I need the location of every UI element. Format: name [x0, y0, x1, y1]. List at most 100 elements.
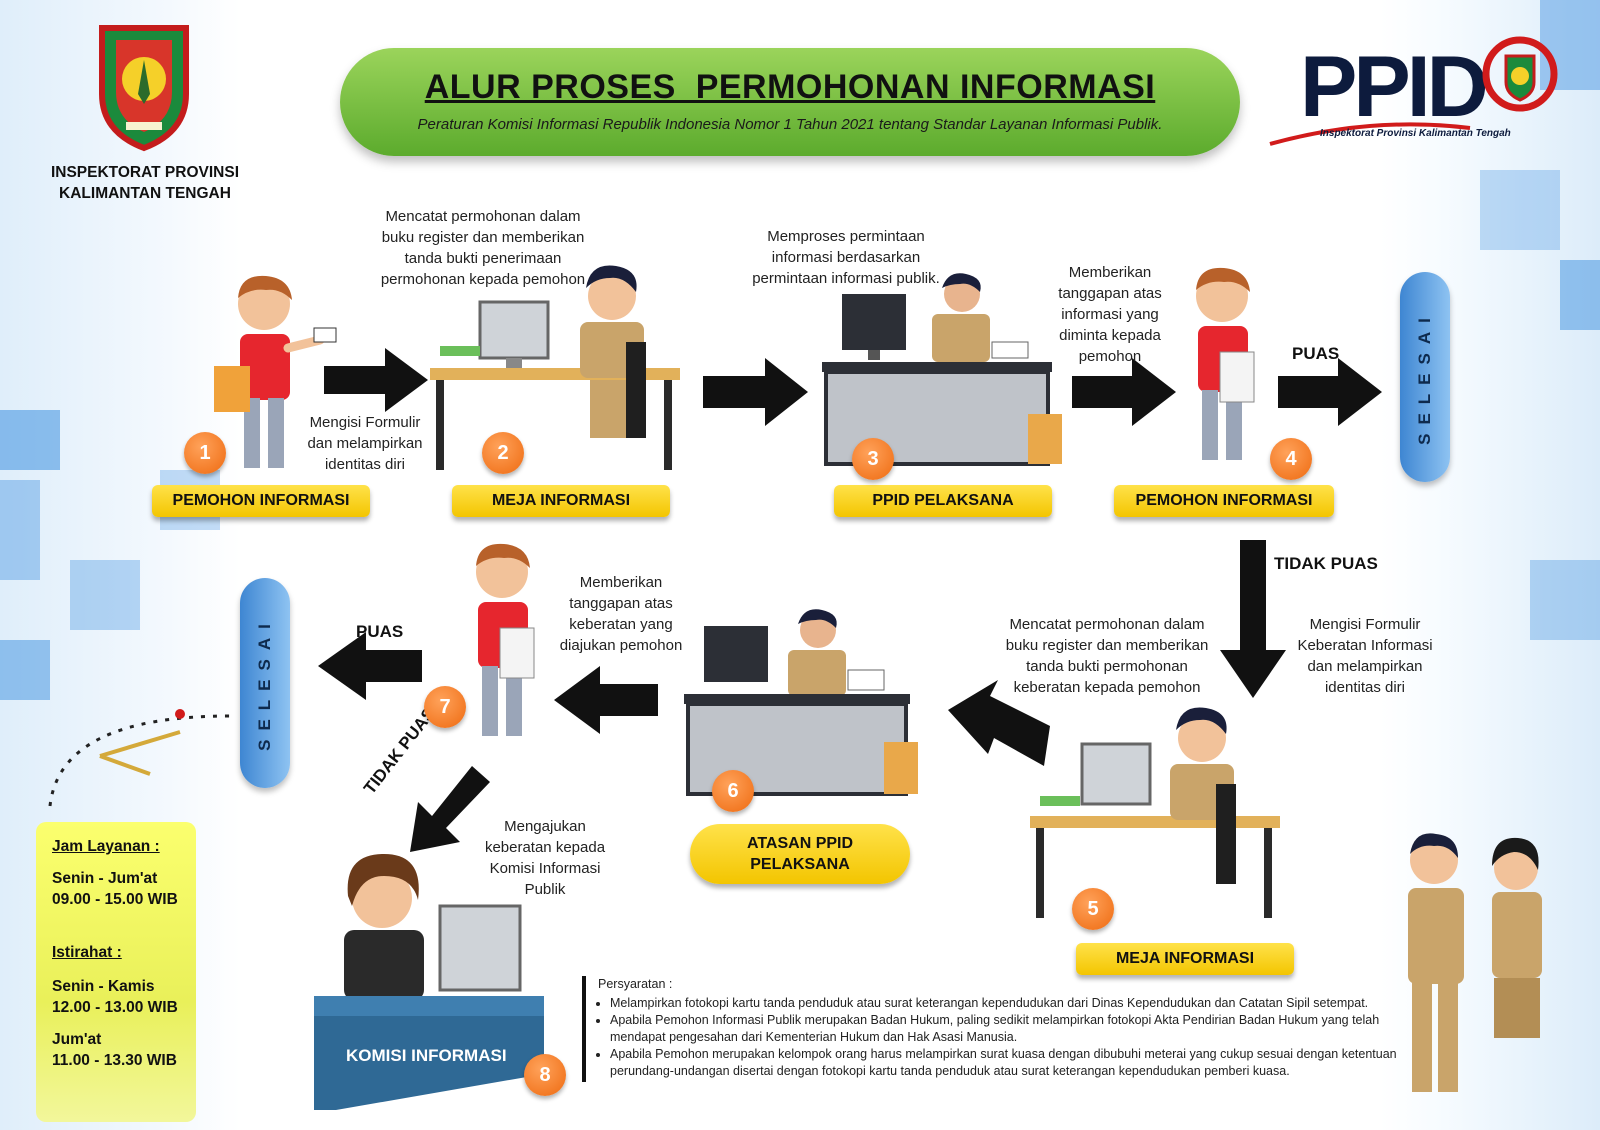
step-5-label: MEJA INFORMASI	[1076, 943, 1294, 975]
selesai-label: SELESAI	[1415, 309, 1434, 445]
selesai-pill-right: SELESAI	[1400, 272, 1450, 482]
selesai-pill-left: SELESAI	[240, 578, 290, 788]
description-line: keberatan yang	[569, 616, 673, 633]
description-step-1: Mengisi Formulir dan melampirkan identit…	[300, 412, 430, 475]
step-4-label: PEMOHON INFORMASI	[1114, 485, 1334, 517]
tidak-puas-tag-right: TIDAK PUAS	[1274, 554, 1378, 573]
decor-tile	[1480, 170, 1560, 250]
description-line: Memproses permintaan	[767, 228, 925, 245]
description-line: permintaan informasi publik.	[752, 270, 940, 287]
description-line: keberatan kepada	[484, 839, 606, 856]
step-6-label-line: PELAKSANA	[750, 856, 850, 873]
description-line: Keberatan Informasi	[1297, 637, 1433, 654]
description-step-3: Memproses permintaan informasi berdasark…	[746, 226, 946, 289]
step-6-label: ATASAN PPID PELAKSANA	[690, 824, 910, 884]
description-line: Mengisi Formulir	[309, 414, 421, 431]
break-time-1: 12.00 - 13.00 WIB	[52, 999, 178, 1016]
description-line: Komisi Informasi	[489, 860, 601, 877]
kalteng-emblem	[99, 25, 189, 152]
step-6-badge: 6	[712, 770, 754, 812]
arrow-7-to-8	[410, 766, 490, 852]
requirements-section: Persyaratan : Melampirkan fotokopi kartu…	[582, 976, 1398, 1082]
organization-name: INSPEKTORAT PROVINSI KALIMANTAN TENGAH	[40, 162, 250, 204]
description-line: Mengajukan	[504, 818, 586, 835]
description-line: Memberikan	[579, 574, 663, 591]
requirements-list: Melampirkan fotokopi kartu tanda pendudu…	[598, 995, 1398, 1080]
description-line: Mencatat permohonan dalam	[1009, 616, 1205, 633]
step-6-label-line: ATASAN PPID	[746, 835, 854, 852]
description-line: diminta kepada	[1059, 327, 1161, 344]
step-3-label: PPID PELAKSANA	[834, 485, 1052, 517]
service-hours-box: Jam Layanan : Senin - Jum'at 09.00 - 15.…	[36, 822, 196, 1122]
description-step-7: Mengajukan keberatan kepada Komisi Infor…	[480, 816, 610, 900]
description-keberatan-form: Mengisi Formulir Keberatan Informasi dan…	[1290, 614, 1440, 698]
description-line: tanggapan atas	[569, 595, 673, 612]
description-line: diajukan pemohon	[559, 637, 683, 654]
description-line: tanda bukti penerimaan	[404, 250, 562, 267]
step-2-label: MEJA INFORMASI	[452, 485, 670, 517]
decor-tile	[0, 410, 60, 470]
ppid-swoosh-icon	[1269, 122, 1471, 146]
description-line: tanggapan atas	[1058, 285, 1162, 302]
ppid-emblem-icon	[1482, 36, 1558, 112]
officers-illustration	[1408, 833, 1542, 1092]
step-7-badge: 7	[424, 686, 466, 728]
description-line: tanda bukti permohonan	[1026, 658, 1188, 675]
decor-tile	[0, 640, 50, 700]
decor-tile	[1540, 0, 1600, 90]
title-banner: ALUR PROSES PERMOHONAN INFORMASI Peratur…	[340, 48, 1240, 156]
page-subtitle: Peraturan Komisi Informasi Republik Indo…	[417, 116, 1163, 133]
requirement-item: Melampirkan fotokopi kartu tanda pendudu…	[610, 995, 1398, 1012]
description-line: permohonan kepada pemohon	[380, 271, 586, 288]
decor-tile	[1530, 560, 1600, 640]
description-step-4: Memberikan tanggapan atas informasi yang…	[1050, 262, 1170, 367]
description-line: dan melampirkan	[307, 435, 423, 452]
step-1-badge: 1	[184, 432, 226, 474]
applicant-person-7	[476, 543, 535, 736]
service-hours-title: Jam Layanan :	[52, 838, 160, 855]
description-line: informasi berdasarkan	[771, 249, 921, 266]
arrow-4-to-5	[1220, 540, 1286, 698]
ppid-logo-text: PPID	[1300, 39, 1489, 135]
information-desk-2	[430, 265, 680, 470]
arrow-3-to-4	[1072, 358, 1176, 426]
arrow-6-to-7	[554, 666, 658, 734]
puas-tag-left: PUAS	[356, 622, 404, 641]
puas-tag-top: PUAS	[1292, 344, 1340, 363]
step-5-badge: 5	[1072, 888, 1114, 930]
ppid-logo-caption: Inspektorat Provinsi Kalimantan Tengah	[1320, 128, 1511, 139]
org-line: INSPEKTORAT PROVINSI	[50, 164, 240, 181]
description-line: dan melampirkan	[1307, 658, 1423, 675]
page-title: ALUR PROSES PERMOHONAN INFORMASI	[424, 68, 1156, 106]
ppid-logo: PPID Inspektorat Provinsi Kalimantan Ten…	[1269, 36, 1560, 150]
service-days: Senin - Jum'at	[52, 870, 158, 887]
clock-icon	[48, 709, 231, 807]
information-desk-5	[1030, 707, 1280, 918]
decor-tile	[1560, 260, 1600, 330]
description-line: Memberikan	[1068, 264, 1152, 281]
break-time-2: 11.00 - 13.30 WIB	[52, 1052, 177, 1069]
applicant-person-1	[214, 275, 337, 468]
applicant-person-4	[1196, 267, 1255, 460]
step-4-badge: 4	[1270, 438, 1312, 480]
requirement-item: Apabila Pemohon merupakan kelompok orang…	[610, 1046, 1398, 1080]
requirements-title: Persyaratan :	[598, 977, 673, 991]
description-line: identitas diri	[1324, 679, 1406, 696]
arrow-2-to-3	[703, 358, 808, 426]
description-line: Mengisi Formulir	[1309, 616, 1421, 633]
step-3-badge: 3	[852, 438, 894, 480]
description-line: Mencatat permohonan dalam	[385, 208, 581, 225]
step-1-label: PEMOHON INFORMASI	[152, 485, 370, 517]
break-days-2: Jum'at	[52, 1031, 102, 1048]
step-2-badge: 2	[482, 432, 524, 474]
arrow-1-to-2	[324, 348, 428, 412]
selesai-label: SELESAI	[255, 615, 274, 751]
description-step-5: Mencatat permohonan dalam buku register …	[994, 614, 1220, 698]
description-line: keberatan kepada pemohon	[1013, 679, 1201, 696]
org-line: KALIMANTAN TENGAH	[59, 185, 231, 202]
service-time: 09.00 - 15.00 WIB	[52, 891, 178, 908]
description-line: buku register dan memberikan	[1005, 637, 1209, 654]
supervisor-desk-6	[684, 609, 918, 796]
requirement-item: Apabila Pemohon Informasi Publik merupak…	[610, 1012, 1398, 1046]
arrow-5-to-6	[948, 680, 1050, 766]
